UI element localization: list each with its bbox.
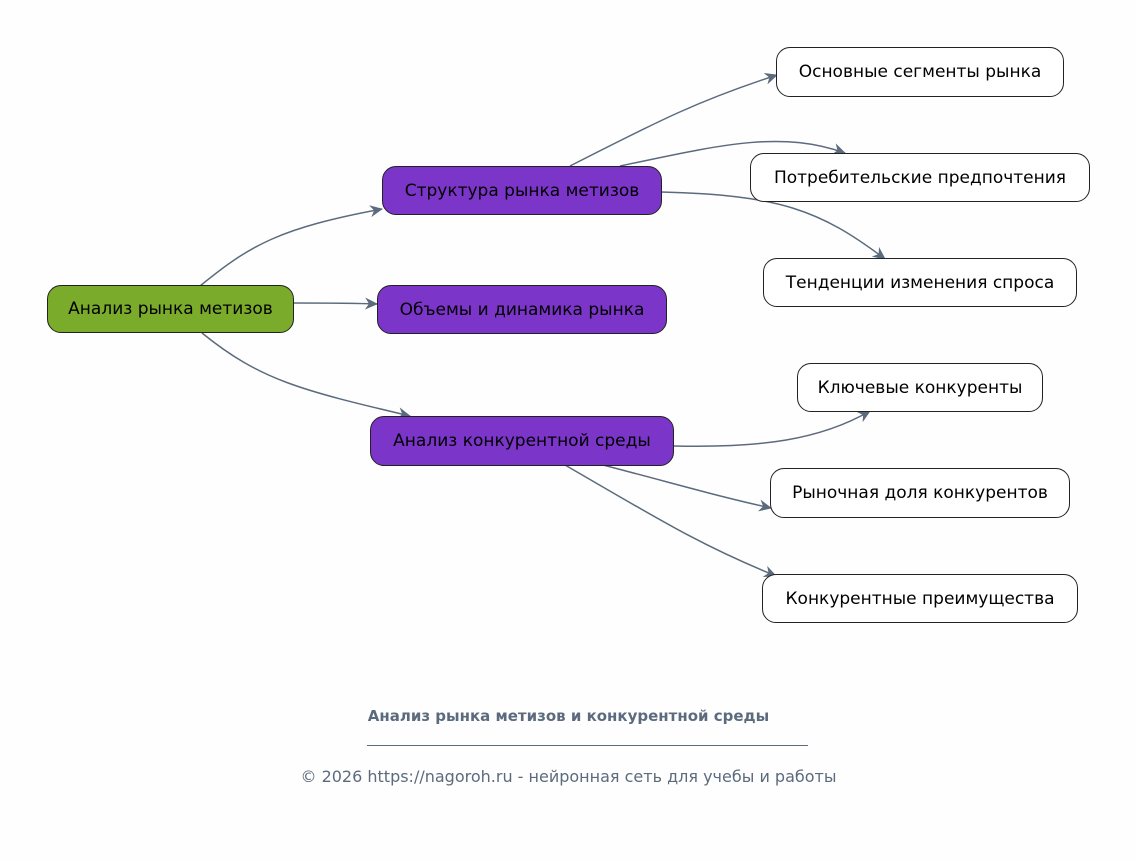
edge-root-to-competition [201,332,411,420]
diagram-caption-footer: © 2026 https://nagoroh.ru - нейронная се… [300,767,837,786]
edge-structure-to-segments [569,73,778,167]
edge-root-to-structure [199,205,383,287]
node-key-competitors: Ключевые конкуренты [797,363,1043,412]
node-volumes: Объемы и динамика рынка [377,285,667,334]
node-preferences: Потребительские предпочтения [750,153,1090,202]
node-competition: Анализ конкурентной среды [370,416,674,466]
diagram-caption-title: Анализ рынка метизов и конкурентной сред… [367,707,770,725]
edge-competition-to-key [673,410,871,448]
edge-root-to-volumes [292,297,378,310]
edge-structure-to-preferences [619,140,846,167]
node-trends: Тенденции изменения спроса [763,258,1077,307]
node-structure: Структура рынка метизов [382,166,662,215]
node-market-share: Рыночная доля конкурентов [770,468,1070,518]
caption-divider [367,745,808,746]
node-segments: Основные сегменты рынка [776,47,1064,97]
node-advantages: Конкурентные преимущества [762,574,1078,623]
edge-structure-to-trends [660,191,886,260]
edge-competition-to-advantages [564,464,777,578]
node-root: Анализ рынка метизов [47,285,294,333]
edge-competition-to-share [602,464,772,512]
